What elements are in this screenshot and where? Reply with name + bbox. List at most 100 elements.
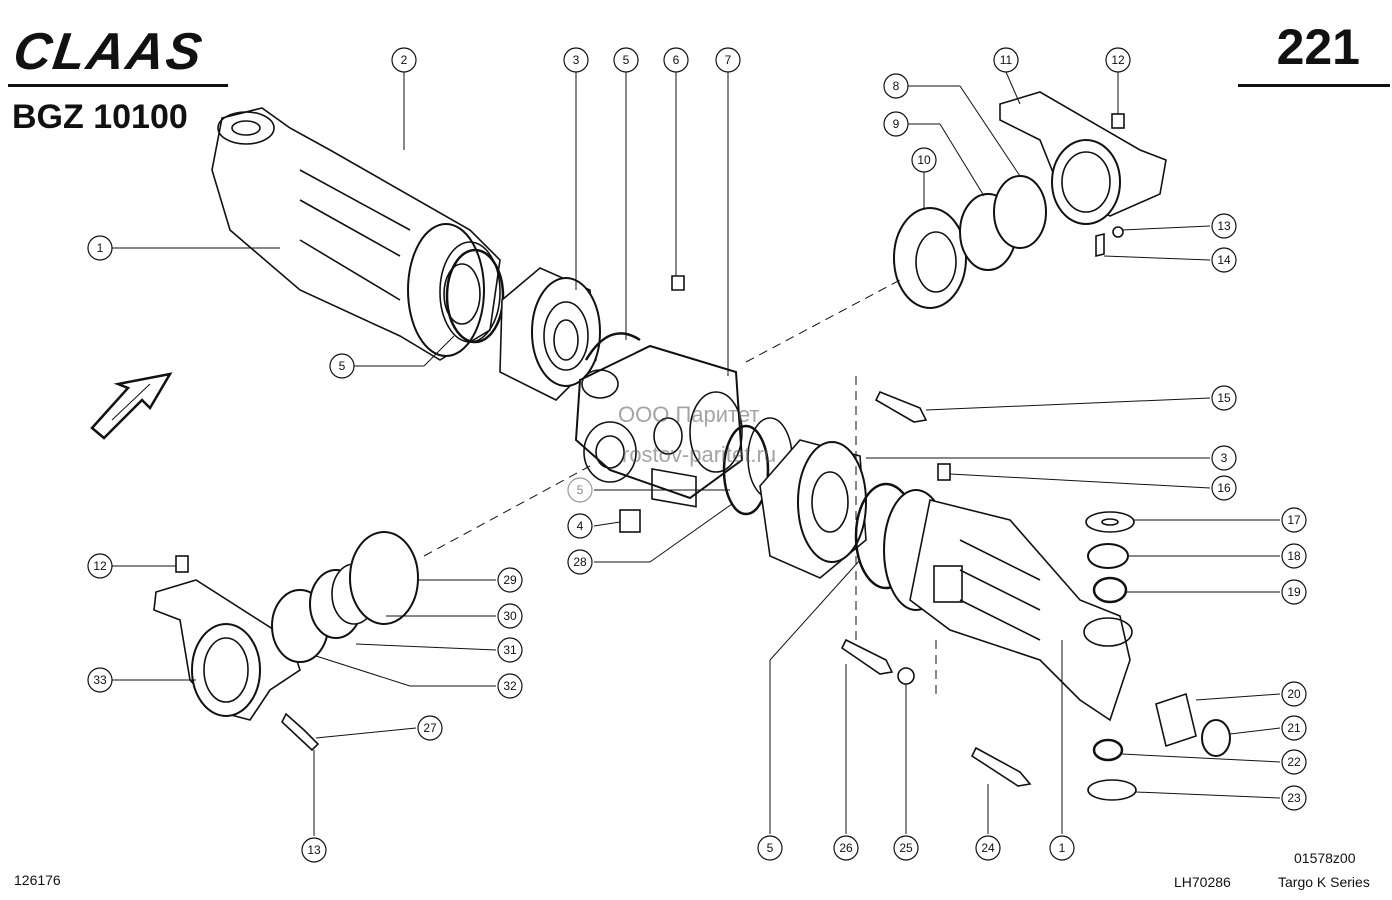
footer-left-code: 126176 <box>14 872 61 888</box>
callout-labels: 2 3 5 6 7 11 12 8 9 10 13 14 1 5 15 3 5 … <box>93 53 1301 857</box>
callout-5a-circle <box>613 47 639 73</box>
callout-10: 10 <box>917 153 931 167</box>
bolt-14 <box>1095 232 1105 258</box>
callout-5c-circle <box>567 477 593 503</box>
callout-18: 18 <box>1287 549 1301 563</box>
callout-8-circle <box>883 73 909 99</box>
callout-32: 32 <box>503 679 517 693</box>
callout-19: 19 <box>1287 585 1301 599</box>
callout-23-circle <box>1281 785 1307 811</box>
callout-4-circle <box>567 513 593 539</box>
callout-3b: 3 <box>1221 451 1228 465</box>
callout-33-circle <box>87 667 113 693</box>
page-number-underline <box>1238 84 1390 87</box>
footer-series: Targo K Series <box>1278 874 1370 890</box>
bolt-26 <box>840 638 894 675</box>
callout-15-circle <box>1211 385 1237 411</box>
bearing-cap-upper <box>999 91 1167 225</box>
o-ring-left <box>445 248 505 344</box>
callout-9-circle <box>883 111 909 137</box>
callout-29-circle <box>497 567 523 593</box>
callout-6-circle <box>663 47 689 73</box>
callout-5c: 5 <box>577 483 584 497</box>
callout-27-circle <box>417 715 443 741</box>
callout-29: 29 <box>503 573 517 587</box>
callout-30-circle <box>497 603 523 629</box>
callout-1a-circle <box>87 235 113 261</box>
callout-5b: 5 <box>339 359 346 373</box>
washer-17 <box>1085 511 1135 533</box>
assembly-axis-lines <box>423 279 937 700</box>
callout-circles <box>87 47 1307 863</box>
direction-arrow-icon <box>90 372 173 440</box>
callout-12b: 12 <box>93 559 107 573</box>
bearing-19 <box>1092 576 1128 604</box>
callout-13a-circle <box>1211 213 1237 239</box>
callout-21-circle <box>1281 715 1307 741</box>
callout-26: 26 <box>839 841 853 855</box>
grease-nipple-12 <box>1111 113 1125 129</box>
nut-25 <box>897 667 915 685</box>
callout-5d-circle <box>757 835 783 861</box>
callout-6: 6 <box>673 53 680 67</box>
brake-housing-lower <box>759 439 867 579</box>
callout-16-circle <box>1211 475 1237 501</box>
callout-5d: 5 <box>767 841 774 855</box>
callout-3a-circle <box>563 47 589 73</box>
callout-5a: 5 <box>623 53 630 67</box>
callout-19-circle <box>1281 579 1307 605</box>
callout-9: 9 <box>893 117 900 131</box>
watermark-company: ООО Паритет <box>618 402 760 427</box>
grease-nipple-12b <box>175 555 189 573</box>
callout-11-circle <box>993 47 1019 73</box>
callout-28-circle <box>567 549 593 575</box>
bushing-20 <box>1155 692 1197 748</box>
callout-14-circle <box>1211 247 1237 273</box>
callout-32-circle <box>497 673 523 699</box>
grease-nipple-16 <box>937 463 951 481</box>
callout-33: 33 <box>93 673 107 687</box>
callout-1b: 1 <box>1059 841 1066 855</box>
callout-4: 4 <box>577 519 584 533</box>
callout-10-circle <box>911 147 937 173</box>
callout-25: 25 <box>899 841 913 855</box>
callout-12a: 12 <box>1111 53 1125 67</box>
callout-31-circle <box>497 637 523 663</box>
callout-24-circle <box>975 835 1001 861</box>
callout-21: 21 <box>1287 721 1301 735</box>
logo-underline <box>8 84 228 87</box>
callout-30: 30 <box>503 609 517 623</box>
seal-ring-10 <box>893 207 967 309</box>
callout-22: 22 <box>1287 755 1301 769</box>
callout-17-circle <box>1281 507 1307 533</box>
callout-17: 17 <box>1287 513 1301 527</box>
callout-12a-circle <box>1105 47 1131 73</box>
snap-ring-upper <box>584 332 641 361</box>
footer-doc-code: LH70286 <box>1174 874 1231 890</box>
right-axle-housing <box>883 489 1133 722</box>
seal-21 <box>1201 719 1231 757</box>
seal-18 <box>1087 543 1129 569</box>
callout-12b-circle <box>87 553 113 579</box>
bolt-27 <box>281 712 320 752</box>
o-ring-center <box>722 424 770 516</box>
callout-13b: 13 <box>307 843 321 857</box>
callout-26-circle <box>833 835 859 861</box>
callout-7: 7 <box>725 53 732 67</box>
leader-lines <box>112 71 1281 836</box>
callout-18-circle <box>1281 543 1307 569</box>
callout-1b-circle <box>1049 835 1075 861</box>
callout-28: 28 <box>573 555 587 569</box>
callout-3a: 3 <box>573 53 580 67</box>
callout-14: 14 <box>1217 253 1231 267</box>
page-number: 221 <box>1276 19 1360 75</box>
callout-25-circle <box>893 835 919 861</box>
left-axle-housing <box>211 107 501 361</box>
callout-7-circle <box>715 47 741 73</box>
vent-bolt <box>671 275 685 291</box>
bearing-22 <box>1092 738 1124 762</box>
brake-housing-upper <box>499 267 601 401</box>
seal-ring-8 <box>993 175 1047 249</box>
footer-drawing-code: 01578z00 <box>1294 850 1356 866</box>
